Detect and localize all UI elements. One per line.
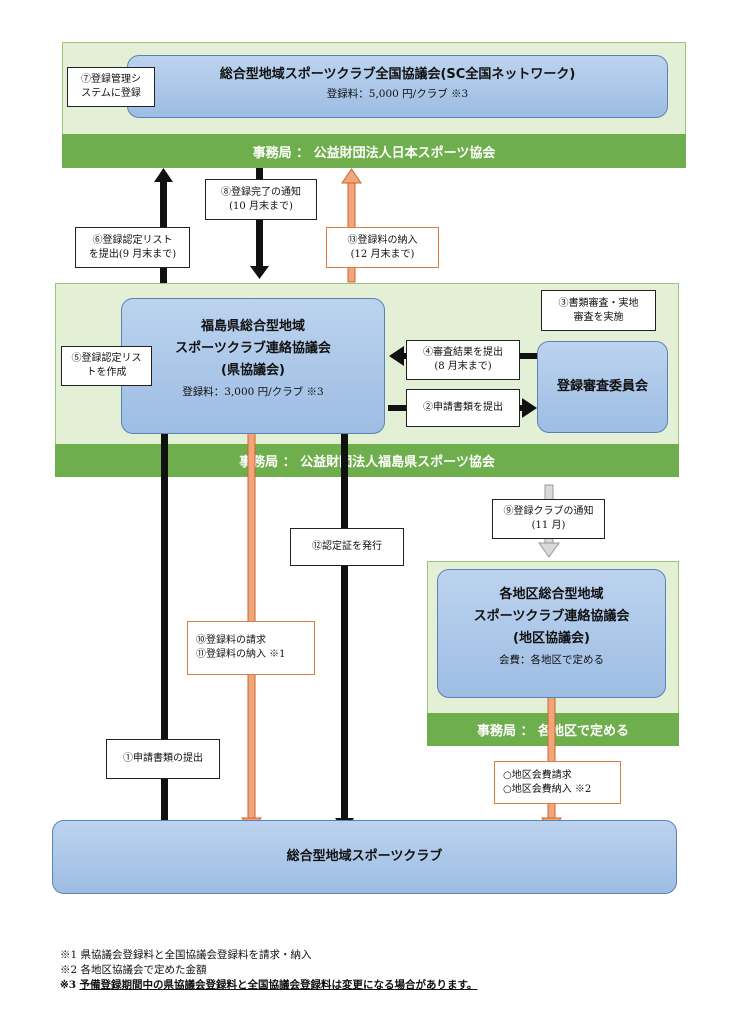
step6-line1: ⑥登録認定リスト <box>92 234 173 246</box>
prefectural-title-line2: スポーツクラブ連絡協議会 <box>175 341 331 356</box>
step2-line: ②申請書類を提出 <box>423 402 503 413</box>
arrow-step10-11 <box>241 393 262 833</box>
prefectural-office-label: 事務局 ： 公益財団法人福島県スポーツ協会 <box>239 455 495 470</box>
footnote-2: ※2 各地区協議会で定めた金額 <box>60 964 207 976</box>
prefectural-council-box: 福島県総合型地域 スポーツクラブ連絡協議会 (県協議会) 登録料：3,000 円… <box>121 298 385 434</box>
prefectural-title-line1: 福島県総合型地域 <box>200 319 305 334</box>
step4-line2: (8 月末まで) <box>434 361 492 372</box>
step7-note: ⑦登録管理シ ステムに登録 <box>67 67 155 107</box>
step13-line1: ⑬登録料の納入 <box>347 234 418 246</box>
step2-note: ②申請書類を提出 <box>406 389 520 427</box>
step9-note: ⑨登録クラブの通知 (11 月) <box>492 499 605 539</box>
step6-note: ⑥登録認定リスト を提出(9 月末まで) <box>75 227 190 268</box>
step6-line2: を提出(9 月末まで) <box>88 248 177 260</box>
step4-line1: ④審査結果を提出 <box>423 347 503 358</box>
prefectural-title-line3: (県協議会) <box>221 363 285 378</box>
step11-line: ⑪登録料の納入 ※1 <box>196 649 286 660</box>
step7-line1: ⑦登録管理シ <box>81 74 141 85</box>
district-fee-note: ○地区会費請求 ○地区会費納入 ※2 <box>494 761 621 804</box>
step9-line1: ⑨登録クラブの通知 <box>503 506 594 517</box>
step9-line2: (11 月) <box>531 520 566 531</box>
national-office-bar: 事務局 ： 公益財団法人日本スポーツ協会 <box>62 134 686 168</box>
district-title-line3: (地区協議会) <box>513 631 590 646</box>
footnote-3: ※3 予備登録期間中の県協議会登録料と全国協議会登録料は変更になる場合があります… <box>60 978 700 993</box>
step5-line1: ⑤登録認定リス <box>71 353 142 364</box>
step13-line2: (12 月末まで) <box>350 248 415 260</box>
step3-line2: 審査を実施 <box>573 311 624 323</box>
district-title-line2: スポーツクラブ連絡協議会 <box>473 609 630 624</box>
district-fee-payment: ○地区会費納入 ※2 <box>503 783 592 795</box>
district-council-box: 各地区総合型地域 スポーツクラブ連絡協議会 (地区協議会) 会費：各地区で定める <box>437 569 666 698</box>
review-committee-box: 登録審査委員会 <box>537 341 668 433</box>
prefectural-fee: 登録料：3,000 円/クラブ ※3 <box>182 386 324 398</box>
step1-note: ①申請書類の提出 <box>106 739 220 779</box>
step10-line: ⑩登録料の請求 <box>196 635 266 646</box>
club-box: 総合型地域スポーツクラブ <box>52 820 677 894</box>
club-title: 総合型地域スポーツクラブ <box>286 849 443 864</box>
step3-line1: ③書類審査・実地 <box>558 297 639 309</box>
national-council-fee: 登録料：5,000 円/クラブ ※3 <box>326 88 469 100</box>
step5-note: ⑤登録認定リス トを作成 <box>61 346 152 386</box>
district-fee-request: ○地区会費請求 <box>503 769 572 781</box>
step13-note: ⑬登録料の納入 (12 月末まで) <box>326 227 439 268</box>
national-office-label: 事務局 ： 公益財団法人日本スポーツ協会 <box>252 145 496 161</box>
step10-11-note: ⑩登録料の請求 ⑪登録料の納入 ※1 <box>187 621 315 675</box>
step1-line: ①申請書類の提出 <box>123 753 203 764</box>
footnote-3-text: 予備登録期間中の県協議会登録料と全国協議会登録料は変更になる場合があります。 <box>79 979 478 991</box>
step12-note: ⑫認定証を発行 <box>290 528 404 566</box>
footnote-1: ※1 県協議会登録料と全国協議会登録料を請求・納入 <box>60 949 312 961</box>
arrow-step12 <box>335 423 354 832</box>
prefectural-office-bar: 事務局 ： 公益財団法人福島県スポーツ協会 <box>55 444 679 477</box>
step3-note: ③書類審査・実地 審査を実施 <box>541 290 656 331</box>
step8-line2: (10 月末まで) <box>229 200 293 212</box>
step4-note: ④審査結果を提出 (8 月末まで) <box>406 340 520 380</box>
footnotes: ※1 県協議会登録料と全国協議会登録料を請求・納入 ※2 各地区協議会で定めた金… <box>60 948 700 993</box>
footnote-3-mark: ※3 <box>60 979 77 991</box>
national-council-title: 総合型地域スポーツクラブ全国協議会(SC全国ネットワーク) <box>219 67 576 82</box>
step12-line: ⑫認定証を発行 <box>312 541 382 552</box>
step7-line2: ステムに登録 <box>81 88 141 99</box>
district-title-line1: 各地区総合型地域 <box>499 587 604 602</box>
district-fee: 会費：各地区で定める <box>499 654 604 666</box>
step8-note: ⑧登録完了の通知 (10 月末まで) <box>205 179 317 220</box>
step8-line1: ⑧登録完了の通知 <box>221 186 301 198</box>
step5-line2: トを作成 <box>86 367 127 378</box>
review-committee-title: 登録審査委員会 <box>556 379 648 394</box>
national-council-box: 総合型地域スポーツクラブ全国協議会(SC全国ネットワーク) 登録料：5,000 … <box>127 55 668 118</box>
